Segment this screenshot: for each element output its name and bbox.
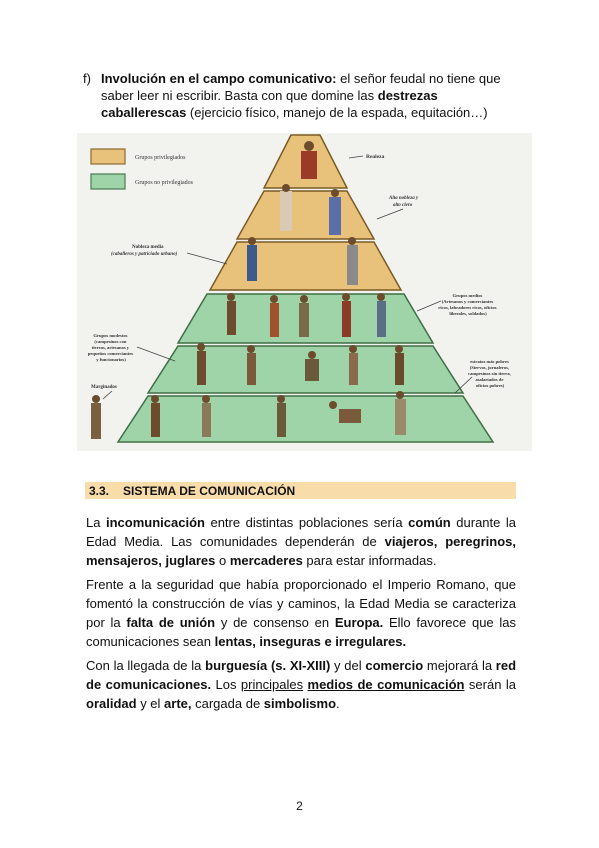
tier-estratos-pobres (116, 395, 495, 443)
section-title: SISTEMA DE COMUNICACIÓN (123, 484, 296, 498)
text-run: falta de unión (126, 615, 216, 630)
text-run: Los (211, 677, 241, 692)
label-grupos-medios: Grupos medios (Artesanos y comerciantes … (438, 293, 497, 316)
text-run: serán la (464, 677, 516, 692)
label-estratos-pobres: estratos más pobres (Siervos, jornaleros… (468, 359, 512, 388)
text-run: o (215, 553, 230, 568)
text-run: simbolismo (263, 696, 337, 711)
pyramid-illustration: Grupos privilegiados Grupos no privilegi… (88, 134, 512, 443)
label-alta-nobleza: Alta nobleza y alto clero (388, 196, 419, 208)
text-run: destrezas caballerescas (101, 88, 438, 120)
text-run: oralidad (86, 696, 137, 711)
paragraph-3: Con la llegada de la burguesía (s. XI-XI… (86, 656, 516, 713)
text-run: principales (240, 677, 304, 692)
legend-swatch-non-privileged (90, 173, 126, 190)
text-run: Involución en el campo comunicativo: (101, 71, 337, 86)
text-run: el señor feudal no tiene que saber leer … (101, 71, 501, 103)
tier-alta-nobleza (235, 190, 376, 240)
label-realeza: Realeza (366, 154, 385, 160)
text-run: incomunicación (105, 515, 205, 530)
text-run: viajeros, peregrinos, mensajeros, juglar… (86, 534, 516, 568)
text-run: (ejercicio físico, manejo de la espada, … (186, 105, 488, 120)
label-marginados: Marginados (91, 385, 117, 390)
label-arrows (102, 155, 473, 400)
legend-swatch-privileged (90, 148, 126, 165)
figure-people (91, 141, 406, 439)
text-run: . (336, 696, 340, 711)
text-run: arte, (164, 696, 192, 711)
text-run: La (86, 515, 106, 530)
page-number: 2 (296, 799, 303, 813)
text-run: comercio (365, 658, 424, 673)
label-nobleza-media: Nobleza media (caballeros y patriciado u… (111, 245, 178, 257)
list-marker: f) (83, 71, 91, 86)
text-run: durante la Edad Media. Las comunidades d… (86, 515, 517, 549)
text-run: común (408, 515, 451, 530)
text-run: y el (136, 696, 165, 711)
text-run: Ello favorece que las comunicaciones sea… (86, 615, 516, 649)
text-run: red de comunicaciones. (86, 658, 517, 692)
list-item-f: f) Involución en el campo comunicativo: … (83, 70, 521, 121)
text-run: mercaderes (229, 553, 303, 568)
text-run: y de consenso en (215, 615, 335, 630)
text-run: burguesía (s. XI-XIII) (205, 658, 331, 673)
text-run: cargada de (191, 696, 264, 711)
text-run: entre distintas poblaciones sería (204, 515, 409, 530)
tier-nobleza-media (208, 241, 403, 291)
legend-label-privileged: Grupos privilegiados (135, 155, 186, 161)
section-heading: 3.3. SISTEMA DE COMUNICACIÓN (85, 482, 516, 499)
text-run: Con la llegada de la (86, 658, 206, 673)
text-run: lentas, inseguras e irregulares. (214, 634, 407, 649)
social-pyramid-figure: Grupos privilegiados Grupos no privilegi… (77, 133, 532, 451)
paragraph-2: Frente a la seguridad que había proporci… (86, 575, 516, 651)
label-grupos-modestos: Grupos modestos (campesinos con tierras,… (88, 333, 134, 362)
text-run: mejorará la (423, 658, 496, 673)
text-run: Europa. (334, 615, 384, 630)
text-run: y del (330, 658, 366, 673)
section-number: 3.3. (89, 484, 110, 498)
list-item-text: Involución en el campo comunicativo: el … (101, 71, 501, 120)
text-run: Frente a la seguridad que había proporci… (86, 577, 516, 630)
text-run: para estar informadas. (302, 553, 437, 568)
paragraph-1: La incomunicación entre distintas poblac… (86, 513, 516, 570)
legend-label-non-privileged: Grupos no privilegiados (135, 180, 194, 186)
text-run: medios de comunicación (307, 677, 465, 692)
